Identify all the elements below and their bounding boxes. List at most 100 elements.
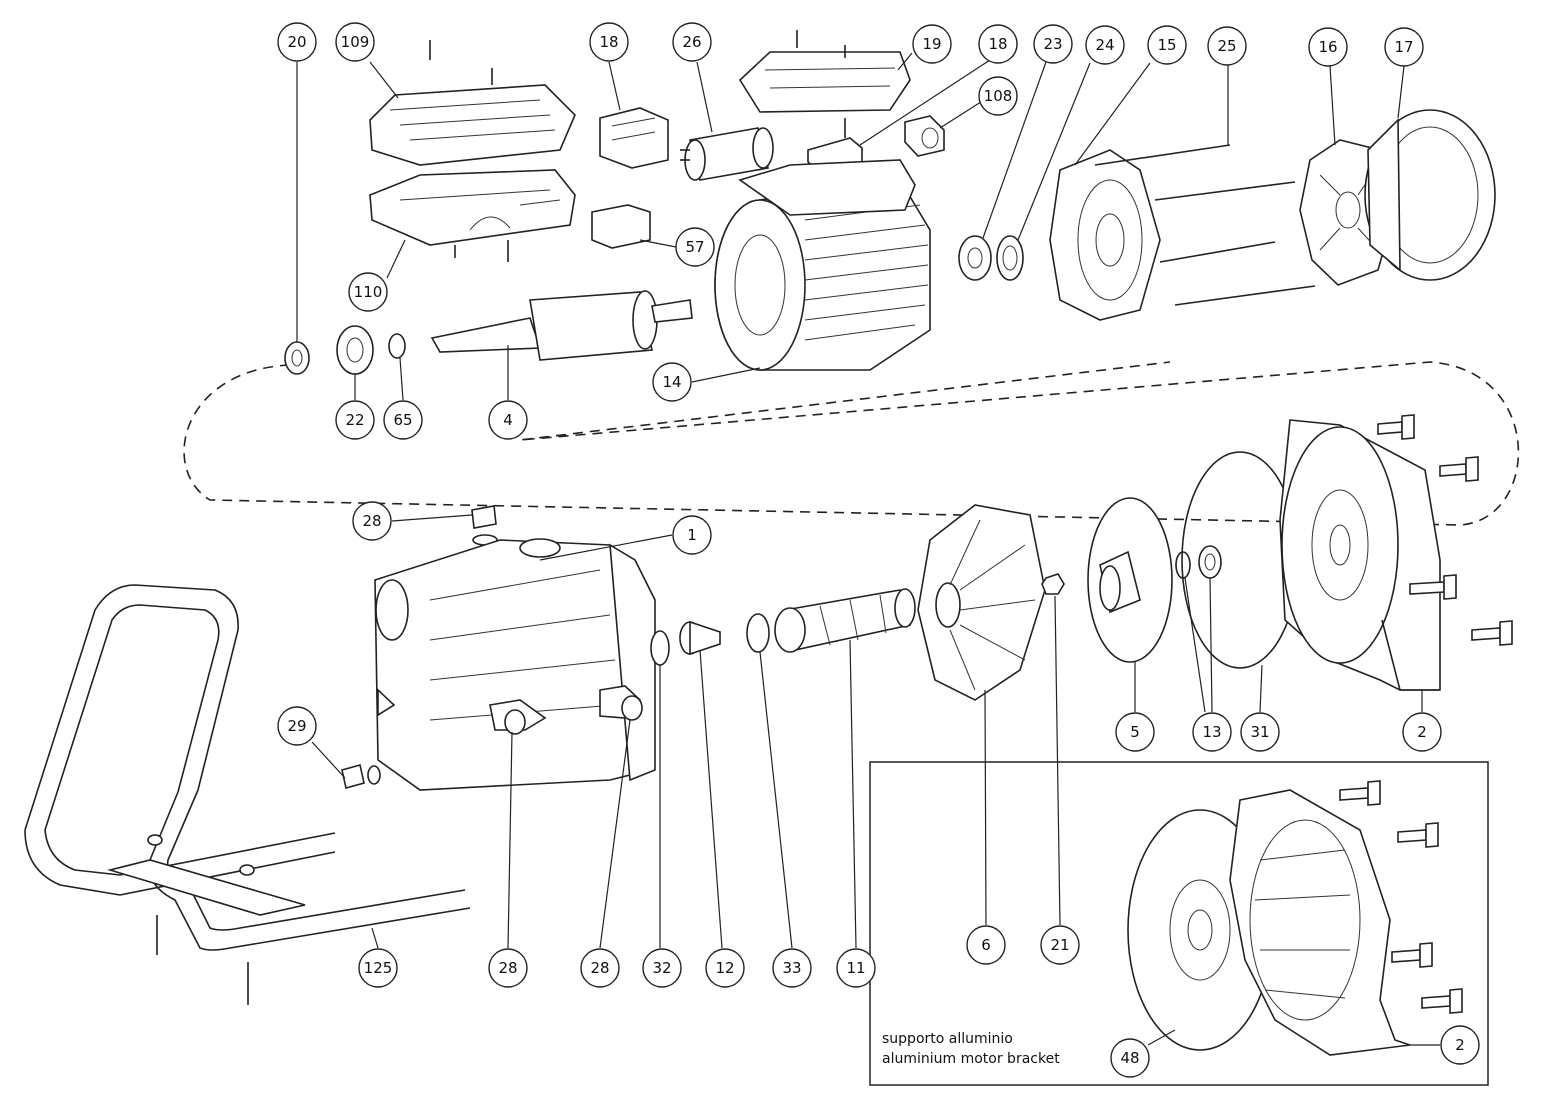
part-19-cover-plate bbox=[738, 30, 911, 113]
part-11-venturi bbox=[774, 588, 916, 653]
svg-text:19: 19 bbox=[922, 35, 941, 53]
callout-28-side: 28 bbox=[580, 948, 620, 988]
svg-text:14: 14 bbox=[662, 373, 681, 391]
inset-bolts bbox=[1339, 780, 1463, 1014]
callout-25: 25 bbox=[1207, 26, 1247, 66]
callout-109: 109 bbox=[335, 22, 375, 62]
callout-28-front: 28 bbox=[488, 948, 528, 988]
svg-text:16: 16 bbox=[1318, 38, 1337, 56]
inset-box bbox=[869, 761, 1489, 1086]
part-33-o-ring bbox=[746, 613, 770, 653]
svg-text:110: 110 bbox=[354, 283, 383, 301]
part-26-capacitor bbox=[680, 127, 774, 181]
svg-text:26: 26 bbox=[682, 33, 701, 51]
svg-text:11: 11 bbox=[846, 959, 865, 977]
callout-4: 4 bbox=[488, 400, 528, 440]
callout-32: 32 bbox=[642, 948, 682, 988]
callout-108: 108 bbox=[978, 76, 1018, 116]
svg-text:57: 57 bbox=[685, 238, 704, 256]
callout-110: 110 bbox=[348, 272, 388, 312]
svg-text:22: 22 bbox=[345, 411, 364, 429]
svg-text:32: 32 bbox=[652, 959, 671, 977]
part-5-impeller bbox=[1087, 497, 1173, 663]
part-125-base-frame bbox=[24, 584, 471, 1005]
svg-text:13: 13 bbox=[1202, 723, 1221, 741]
svg-text:33: 33 bbox=[782, 959, 801, 977]
part-13-mechanical-seal bbox=[1175, 545, 1222, 579]
svg-text:25: 25 bbox=[1217, 37, 1236, 55]
svg-text:15: 15 bbox=[1157, 36, 1176, 54]
svg-text:21: 21 bbox=[1050, 936, 1069, 954]
svg-text:31: 31 bbox=[1250, 723, 1269, 741]
svg-text:28: 28 bbox=[362, 512, 381, 530]
callout-15: 15 bbox=[1147, 25, 1187, 65]
callout-48: 48 bbox=[1110, 1038, 1150, 1078]
svg-text:108: 108 bbox=[984, 87, 1013, 105]
callout-22: 22 bbox=[335, 400, 375, 440]
callout-28-top: 28 bbox=[352, 501, 392, 541]
inset-note-line1: supporto alluminio bbox=[882, 1031, 1013, 1047]
callout-6: 6 bbox=[966, 925, 1006, 965]
svg-text:48: 48 bbox=[1120, 1049, 1139, 1067]
part-28-valve-side bbox=[599, 685, 643, 721]
svg-text:1: 1 bbox=[687, 526, 697, 544]
callout-31: 31 bbox=[1240, 712, 1280, 752]
part-28-plug-top bbox=[471, 505, 498, 546]
callout-11: 11 bbox=[836, 948, 876, 988]
callout-29: 29 bbox=[277, 706, 317, 746]
part-110-terminal-base bbox=[369, 169, 576, 262]
part-1-pump-body bbox=[374, 538, 656, 791]
inset-part-2-bracket bbox=[1229, 789, 1411, 1056]
part-57-clamp bbox=[591, 204, 651, 249]
svg-text:18: 18 bbox=[599, 33, 618, 51]
part-24-spring-washer bbox=[996, 235, 1024, 281]
part-2-bracket-bolts bbox=[1377, 414, 1513, 646]
svg-text:2: 2 bbox=[1455, 1036, 1465, 1054]
part-29-drain-plug bbox=[341, 764, 381, 789]
part-108-cable-gland bbox=[904, 115, 945, 157]
part-25-tie-rods bbox=[1094, 144, 1316, 306]
callout-57: 57 bbox=[675, 227, 715, 267]
part-22-bearing bbox=[336, 325, 374, 375]
svg-text:5: 5 bbox=[1130, 723, 1140, 741]
callout-20: 20 bbox=[277, 22, 317, 62]
part-18-switch bbox=[599, 107, 669, 169]
part-20-seal bbox=[284, 341, 310, 375]
callout-125: 125 bbox=[358, 948, 398, 988]
callout-65: 65 bbox=[383, 400, 423, 440]
part-21-nut bbox=[1041, 573, 1065, 595]
callout-18: 18 bbox=[589, 22, 629, 62]
svg-text:24: 24 bbox=[1095, 36, 1114, 54]
svg-text:28: 28 bbox=[590, 959, 609, 977]
callout-23: 23 bbox=[1033, 24, 1073, 64]
svg-text:28: 28 bbox=[498, 959, 517, 977]
part-12-nozzle bbox=[679, 620, 721, 656]
svg-text:18: 18 bbox=[988, 35, 1007, 53]
callout-18b: 18 bbox=[978, 24, 1018, 64]
callout-2: 2 bbox=[1402, 712, 1442, 752]
part-4-rotor-shaft bbox=[430, 290, 693, 361]
callout-12: 12 bbox=[705, 948, 745, 988]
part-14-motor-body bbox=[714, 159, 931, 371]
part-65-circlip bbox=[388, 333, 406, 359]
callout-14: 14 bbox=[652, 362, 692, 402]
callout-21: 21 bbox=[1040, 925, 1080, 965]
part-109-terminal-cover bbox=[369, 40, 576, 166]
svg-text:2: 2 bbox=[1417, 723, 1427, 741]
svg-text:4: 4 bbox=[503, 411, 513, 429]
svg-text:6: 6 bbox=[981, 936, 991, 954]
callout-1: 1 bbox=[672, 515, 712, 555]
inset-note-line2: aluminium motor bracket bbox=[882, 1051, 1060, 1067]
svg-text:109: 109 bbox=[341, 33, 370, 51]
part-32-o-ring bbox=[650, 630, 670, 666]
assembly-dashed-loop bbox=[183, 361, 1520, 526]
svg-text:17: 17 bbox=[1394, 38, 1413, 56]
callout-16: 16 bbox=[1308, 27, 1348, 67]
svg-text:125: 125 bbox=[364, 959, 393, 977]
part-2-motor-bracket bbox=[1279, 419, 1441, 691]
part-23-bearing bbox=[958, 235, 992, 281]
callout-5: 5 bbox=[1115, 712, 1155, 752]
part-17-fan-cover bbox=[1364, 109, 1496, 281]
part-28-valve-front bbox=[489, 699, 547, 735]
